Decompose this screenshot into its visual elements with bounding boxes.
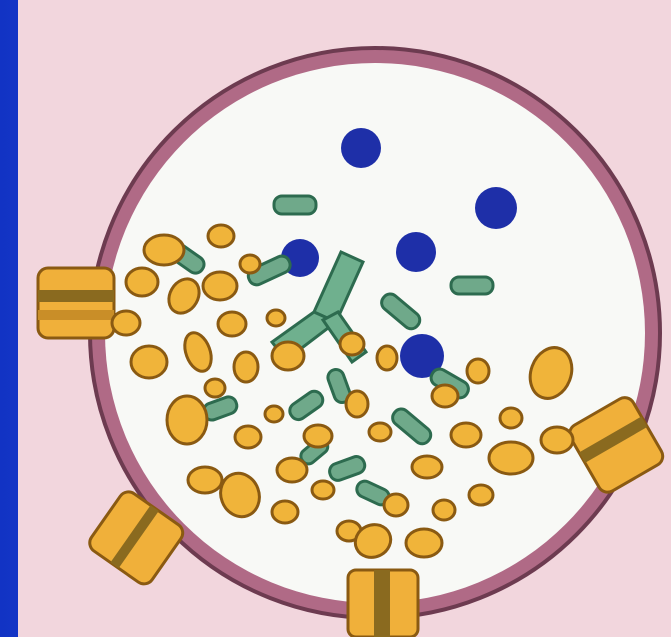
granule — [541, 427, 573, 453]
granule — [272, 342, 304, 370]
granule — [188, 467, 222, 493]
granule — [433, 500, 455, 520]
dot — [341, 128, 381, 168]
granule — [126, 268, 158, 296]
granule — [235, 426, 261, 448]
granule — [265, 406, 283, 422]
granule — [451, 423, 481, 447]
granule — [346, 391, 368, 417]
granule — [377, 346, 397, 370]
granule — [240, 255, 260, 273]
granule — [234, 352, 258, 382]
dot — [475, 187, 517, 229]
granule — [304, 425, 332, 447]
granule — [469, 485, 493, 505]
granule — [432, 385, 458, 407]
channel-left — [38, 268, 114, 338]
granule — [489, 442, 533, 474]
dot — [396, 232, 436, 272]
granule — [131, 346, 167, 378]
channel-bottom — [348, 570, 418, 637]
granule — [267, 310, 285, 326]
granule — [500, 408, 522, 428]
granule — [340, 333, 364, 355]
granule — [205, 379, 225, 397]
granule — [272, 501, 298, 523]
granule — [203, 272, 237, 300]
granule — [167, 396, 207, 444]
granule — [208, 225, 234, 247]
granule — [467, 359, 489, 383]
granule — [312, 481, 334, 499]
granule — [218, 312, 246, 336]
granule — [277, 458, 307, 482]
granule — [369, 423, 391, 441]
granule — [384, 494, 408, 516]
cell-illustration — [18, 0, 671, 637]
granule — [406, 529, 442, 557]
rod — [274, 196, 316, 214]
rod — [451, 277, 493, 294]
granule — [144, 235, 184, 265]
granule — [412, 456, 442, 478]
cell-illustration-panel — [18, 0, 671, 637]
granule — [112, 311, 140, 335]
